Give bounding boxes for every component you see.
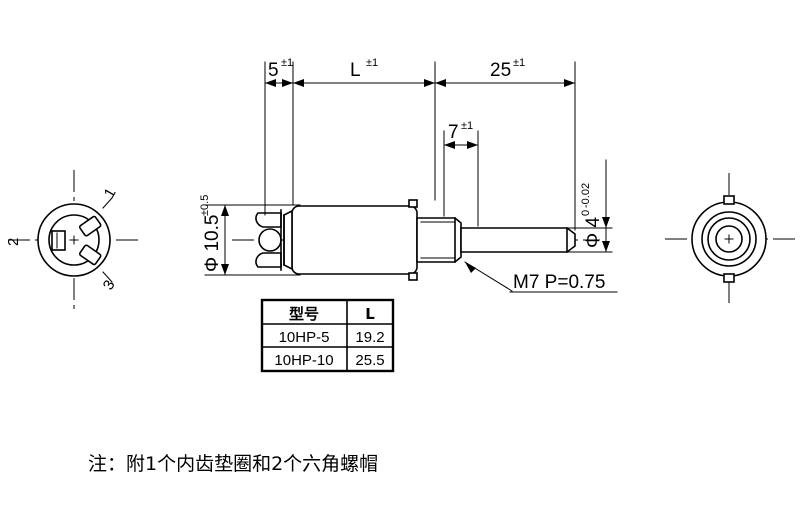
left-view-terminal-1-lug-group [78, 215, 102, 237]
dim-body-length-tolerance: ±1 [366, 57, 378, 69]
drawing-note: 注：附1个内齿垫圈和2个六角螺帽 [88, 453, 378, 475]
right-view-shaft-circle [715, 225, 743, 253]
terminal-1-leader [102, 197, 113, 209]
body-left-cap [283, 209, 293, 271]
arrow-dia105-top [221, 205, 229, 216]
arrow-5-right [282, 79, 293, 87]
terminal-label-2: 2 [5, 238, 22, 246]
terminal-3-leader [102, 271, 113, 283]
table-row: 10HP-5 19.2 [279, 329, 385, 346]
dim-body-diameter-value: Φ 10.5 [202, 215, 223, 272]
right-end-view [665, 173, 795, 305]
arrow-25-right [564, 79, 575, 87]
side-view-terminal-2 [258, 228, 282, 252]
shaft-diameter-dimension: Φ 4 0 -0.02 [554, 159, 613, 253]
body-tab-bottom [408, 272, 418, 281]
arrow-5-left [265, 79, 276, 87]
table-outer-border [260, 298, 395, 373]
arrow-dia4-top [602, 217, 610, 228]
table-cell-model-0: 10HP-5 [279, 329, 330, 346]
dim-flange-value: 5 [268, 60, 279, 81]
dim-body-length-value: L [350, 60, 361, 81]
table-cell-length-1: 25.5 [355, 352, 384, 369]
arrow-L-left [293, 79, 304, 87]
arrow-25-left [435, 79, 446, 87]
dim-bushing-value: 7 [448, 122, 459, 143]
table-cell-model-1: 10HP-10 [274, 352, 333, 369]
table-row: 10HP-10 25.5 [274, 352, 384, 369]
top-dimension-chain: 5 ±1 L ±1 25 ±1 [264, 57, 576, 231]
dim-flange-tolerance: ±1 [281, 57, 293, 69]
arrow-dia4-bottom [602, 241, 610, 252]
left-view-terminal-3-lug-group [78, 244, 102, 266]
thread-callout-text: M7 P=0.75 [513, 272, 605, 293]
arrow-L-right [424, 79, 435, 87]
thread-callout-arrowhead [465, 262, 476, 273]
left-view-terminal-2-lug [51, 230, 66, 251]
right-view-tab-top [723, 195, 735, 205]
model-length-table: 型号 L 10HP-5 19.2 10HP-10 25.5 [260, 298, 395, 373]
arrow-7-right [467, 141, 478, 149]
body-tab-top [408, 199, 418, 208]
main-side-view: M7 P=0.75 [232, 199, 618, 293]
dim-shaft-diameter-tol-lower: -0.02 [580, 183, 592, 208]
bushing-length-dimension: 7 ±1 [443, 120, 479, 227]
dim-shaft-diameter-value: Φ 4 [583, 217, 604, 248]
left-view-inner-circle [48, 214, 100, 266]
side-view-terminal-1 [255, 212, 282, 228]
dim-shaft-length-tolerance: ±1 [513, 57, 525, 69]
shaft [460, 227, 576, 253]
dim-bushing-tolerance: ±1 [461, 120, 473, 132]
right-view-third-circle [707, 217, 751, 261]
dim-shaft-length-value: 25 [490, 60, 511, 81]
right-view-tab-bottom [723, 273, 735, 283]
left-view-terminal-1-lug [78, 215, 102, 237]
body-diameter-dimension: Φ 10.5 ±0.5 [199, 195, 301, 276]
right-view-second-circle [701, 211, 757, 267]
left-view-terminal-3-lug [78, 244, 102, 266]
dim-body-diameter-tolerance: ±0.5 [199, 195, 211, 216]
arrow-7-left [444, 141, 455, 149]
table-header-length: L [365, 305, 375, 323]
table-header-model: 型号 [289, 305, 319, 323]
dim-shaft-diameter-tol-upper: 0 [580, 210, 592, 216]
arrow-dia105-bottom [221, 264, 229, 275]
table-cell-length-0: 19.2 [355, 329, 384, 346]
potentiometer-body [291, 205, 418, 275]
side-view-terminal-3 [255, 252, 282, 268]
